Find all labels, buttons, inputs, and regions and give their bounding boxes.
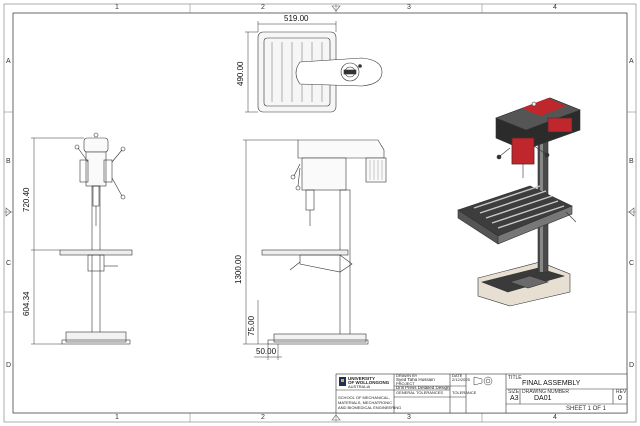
- date-value: 2/12/2025: [452, 378, 470, 382]
- isometric-view: [457, 97, 581, 307]
- uni-name-1: UNIVERSITY: [348, 377, 376, 381]
- side-view: [261, 139, 387, 345]
- title-block-frame: [335, 373, 628, 414]
- sheet-value: SHEET 1 OF 1: [566, 406, 606, 412]
- dim-side-foot: 50.00: [256, 347, 277, 356]
- side-dim-lines: [243, 139, 298, 360]
- top-dim-lines: [245, 21, 337, 113]
- col-label-4-bottom: 4: [553, 414, 557, 421]
- front-view: [59, 132, 133, 345]
- col-label-1: 1: [115, 4, 119, 11]
- tolerance-label: TOLERANCE: [452, 391, 477, 395]
- col-label-1-bottom: 1: [115, 414, 119, 421]
- drawn-by-value: Syed Taha Hussain: [396, 378, 435, 382]
- drawing-number-label: DRAWING NUMBER: [522, 389, 570, 395]
- col-label-3: 3: [407, 4, 411, 11]
- size-label: SIZE: [508, 389, 520, 395]
- row-label-a-right: A: [629, 58, 634, 65]
- outer-border: [3, 3, 637, 423]
- projection-symbol-icon: [473, 376, 493, 386]
- size-value: A3: [510, 395, 519, 402]
- project-label: PROJECT: [396, 382, 415, 386]
- general-tol-label: GENERAL TOLERANCES: [396, 391, 444, 395]
- university-crest-icon: [339, 377, 346, 386]
- rev-label: REV: [616, 389, 627, 395]
- title-label: TITLE: [508, 375, 522, 381]
- dim-front-lower: 604.34: [22, 291, 31, 316]
- school-line-3: AND BIOMEDICAL ENGINEERING: [338, 406, 402, 410]
- uni-name-3: AUSTRALIA: [348, 385, 371, 389]
- dim-front-upper: 720.40: [22, 187, 31, 212]
- top-view: [257, 31, 383, 113]
- drawn-by-label: DRAWN BY: [396, 374, 418, 378]
- rev-value: 0: [618, 395, 622, 402]
- row-label-a: A: [6, 58, 11, 65]
- row-label-b: B: [6, 158, 11, 165]
- school-line-2: MATERIALS, MECHATRONIC: [338, 401, 393, 405]
- drawing-number-value: DA01: [534, 395, 552, 402]
- row-label-c-right: C: [629, 260, 635, 267]
- col-label-2: 2: [261, 4, 265, 11]
- row-label-d-right: D: [629, 362, 635, 369]
- zone-ticks: [4, 4, 636, 422]
- inner-border: [12, 12, 628, 414]
- uni-name-2: OF WOLLONGONG: [348, 381, 390, 385]
- front-dim-lines: [31, 137, 84, 345]
- row-label-d: D: [6, 362, 12, 369]
- school-line-1: SCHOOL OF MECHANICAL,: [338, 396, 390, 400]
- centering-marks: [5, 5, 635, 421]
- col-label-3-bottom: 3: [407, 414, 411, 421]
- dim-top-width: 519.00: [284, 14, 309, 23]
- dim-top-depth: 490.00: [236, 61, 245, 86]
- dim-side-height: 1300.00: [234, 255, 243, 284]
- title-value: FINAL ASSEMBLY: [522, 380, 581, 387]
- row-label-c: C: [6, 260, 12, 267]
- project-value: Drill Press Detailed Design: [396, 386, 450, 390]
- col-label-4: 4: [553, 4, 557, 11]
- date-label: DATE: [452, 374, 463, 378]
- col-label-2-bottom: 2: [261, 414, 265, 421]
- row-label-b-right: B: [629, 158, 634, 165]
- dim-side-base: 75.00: [247, 315, 256, 336]
